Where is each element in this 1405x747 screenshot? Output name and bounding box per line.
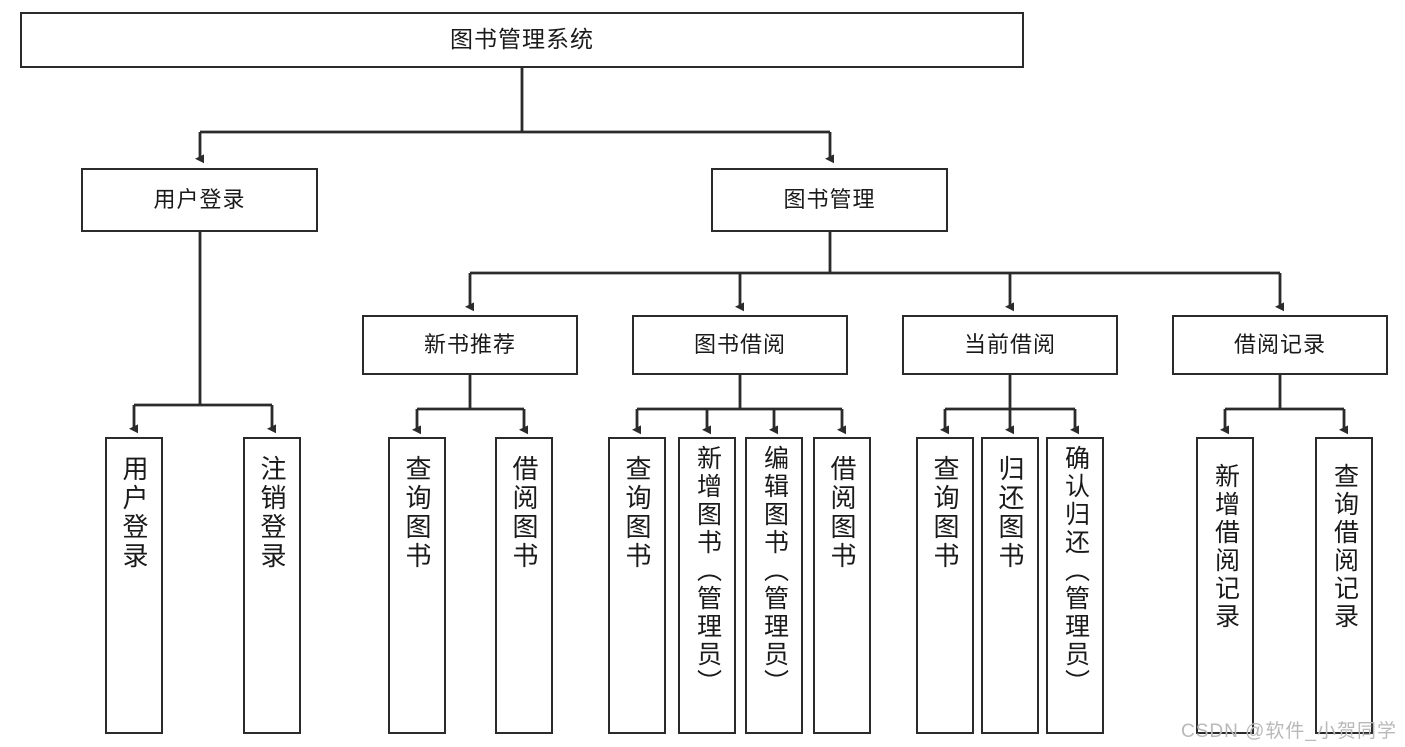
node-new-book-recommend[interactable]: 新书推荐 [362, 315, 578, 375]
leaf-borrow-record-query[interactable]: 查询借阅记录 [1315, 437, 1373, 734]
node-label: 新增图书（管理员） [693, 445, 722, 697]
node-label: 图书管理系统 [450, 26, 594, 53]
node-label: 借阅图书 [509, 455, 539, 571]
node-label: 查询图书 [622, 455, 652, 571]
leaf-book-borrow-edit[interactable]: 编辑图书（管理员） [745, 437, 803, 734]
node-label: 注销登录 [257, 455, 287, 571]
leaf-book-borrow-borrow[interactable]: 借阅图书 [813, 437, 871, 734]
leaf-user-login-logout[interactable]: 注销登录 [243, 437, 301, 734]
node-label: 图书管理 [783, 187, 876, 213]
node-label: 查询图书 [930, 455, 960, 571]
leaf-new-book-query[interactable]: 查询图书 [388, 437, 446, 734]
node-label: 借阅记录 [1233, 332, 1326, 358]
node-label: 用户登录 [153, 187, 246, 213]
leaf-new-book-borrow[interactable]: 借阅图书 [495, 437, 553, 734]
node-book-management[interactable]: 图书管理 [711, 168, 948, 232]
leaf-current-borrow-query[interactable]: 查询图书 [916, 437, 974, 734]
leaf-borrow-record-add[interactable]: 新增借阅记录 [1196, 437, 1254, 734]
leaf-current-borrow-return[interactable]: 归还图书 [981, 437, 1039, 734]
node-label: 归还图书 [995, 455, 1025, 571]
node-label: 当前借阅 [963, 332, 1056, 358]
node-label: 借阅图书 [827, 455, 857, 571]
node-label: 用户登录 [119, 455, 149, 571]
node-borrow-record[interactable]: 借阅记录 [1172, 315, 1388, 375]
node-label: 查询图书 [402, 455, 432, 571]
node-root-system[interactable]: 图书管理系统 [20, 12, 1024, 68]
leaf-book-borrow-add[interactable]: 新增图书（管理员） [678, 437, 736, 734]
node-label: 确认归还（管理员） [1061, 445, 1090, 697]
leaf-current-borrow-confirm-return[interactable]: 确认归还（管理员） [1046, 437, 1104, 734]
node-label: 编辑图书（管理员） [760, 445, 789, 697]
node-book-borrow[interactable]: 图书借阅 [632, 315, 848, 375]
node-label: 新书推荐 [423, 332, 516, 358]
leaf-user-login-login[interactable]: 用户登录 [105, 437, 163, 734]
node-label: 新增借阅记录 [1211, 463, 1240, 631]
node-user-login[interactable]: 用户登录 [81, 168, 318, 232]
leaf-book-borrow-query[interactable]: 查询图书 [608, 437, 666, 734]
node-label: 图书借阅 [693, 332, 786, 358]
node-label: 查询借阅记录 [1330, 463, 1359, 631]
node-current-borrow[interactable]: 当前借阅 [902, 315, 1118, 375]
